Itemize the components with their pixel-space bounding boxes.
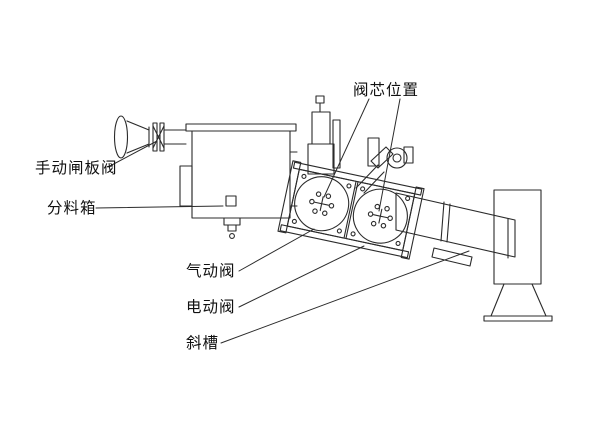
corner-bolt (301, 173, 307, 179)
chute-joint-flange (440, 201, 451, 243)
motor-junction-box (403, 146, 414, 164)
corner-bolt (395, 240, 401, 246)
valve-bowtie (152, 125, 165, 149)
stand-base-plate (483, 315, 553, 322)
valve-flange-1 (152, 122, 158, 152)
label-inclined-chute: 斜槽 (186, 334, 219, 352)
drawing-lines (95, 95, 553, 344)
actuator-lower-body (307, 143, 335, 175)
bolt-hole (321, 210, 328, 216)
support-stand-figure (483, 189, 553, 322)
chute-figure (395, 192, 516, 267)
valve-core-crosshair (314, 196, 330, 212)
actuator-cap (315, 95, 325, 104)
actuator-side-column (332, 119, 341, 169)
bolt-hole (384, 205, 390, 212)
corner-bolt (350, 231, 356, 237)
inlet-pipe (163, 129, 187, 145)
electric-valve-figure (350, 186, 411, 246)
box-lid (185, 123, 297, 132)
frame-top-rail (292, 161, 423, 196)
valve-flange-2 (159, 122, 165, 152)
label-valve-core-position: 阀芯位置 (353, 81, 419, 99)
bolt-hole (325, 193, 332, 199)
actuator-stem-housing (367, 137, 380, 167)
chute-body (395, 192, 516, 258)
motor-inner-circle (392, 153, 402, 163)
actuator-upper-cylinder (311, 111, 331, 145)
stand-flared-skirt (490, 283, 547, 317)
frame-right-plate (400, 186, 425, 260)
distribution-box-figure (179, 123, 298, 239)
corner-bolt (336, 228, 342, 234)
manual-gate-valve-figure (113, 115, 187, 159)
motor-outer-circle (386, 147, 408, 169)
corner-bolt (405, 195, 411, 202)
leader-valve-core-2 (378, 98, 401, 212)
box-drain-stub (227, 224, 237, 232)
labels: 手动闸板阀 分料箱 阀芯位置 气动阀 电动阀 斜槽 (35, 81, 419, 352)
leader-inclined-chute (220, 250, 470, 344)
bolt-hole (315, 191, 322, 197)
box-inspection-port (225, 195, 237, 207)
box-body (191, 130, 291, 219)
electric-valve-disc (352, 188, 408, 244)
bolt-hole (312, 208, 318, 214)
bolt-hole (328, 203, 335, 209)
leader-distribution-box (95, 205, 224, 209)
box-bottom-fitting (223, 217, 241, 226)
bolt-hole (380, 222, 387, 229)
valve-cone (126, 120, 150, 154)
leader-pneumatic-valve (238, 228, 315, 272)
pneumatic-valve-disc (294, 176, 350, 232)
valve-assembly-figure (277, 160, 425, 260)
label-electric-valve: 电动阀 (186, 298, 236, 316)
stand-column (493, 189, 542, 285)
electric-valve-frame (345, 181, 416, 252)
electric-actuator-figure (355, 137, 414, 194)
pneumatic-actuator-figure (307, 95, 341, 175)
label-manual-gate-valve: 手动闸板阀 (35, 159, 118, 177)
leader-electric-valve (238, 245, 365, 308)
bolt-hole (309, 198, 315, 205)
box-left-flange (179, 165, 193, 207)
pneumatic-valve-figure (291, 173, 352, 234)
actuator-bracket-arms (355, 164, 385, 194)
corner-bolt (291, 218, 297, 224)
leader-valve-core-1 (323, 98, 370, 198)
bolt-hole (387, 215, 393, 221)
leader-lines (95, 98, 470, 344)
box-drain-dot (229, 233, 235, 239)
label-distribution-box: 分料箱 (47, 199, 97, 217)
leader-manual-gate-valve (107, 140, 158, 168)
handwheel-disc (113, 115, 129, 159)
corner-bolt (346, 183, 352, 189)
label-pneumatic-valve: 气动阀 (186, 262, 236, 280)
pneumatic-valve-frame (286, 168, 357, 239)
valve-core-crosshair (372, 208, 388, 224)
frame-bottom-rail (279, 224, 410, 259)
bolt-hole (370, 220, 377, 227)
corner-bolt (360, 186, 366, 192)
bolt-hole (367, 211, 374, 217)
frame-left-plate (277, 160, 302, 234)
chute-bottom-bracket (431, 247, 473, 267)
